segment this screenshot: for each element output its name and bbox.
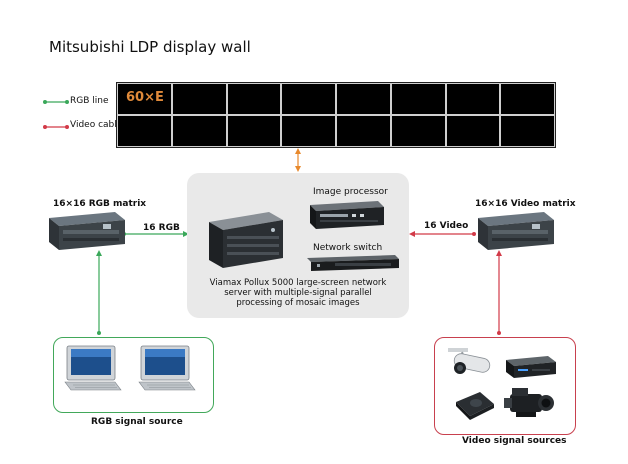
rgb-matrix-device-icon [49,212,125,250]
dvr-recorder-icon [506,356,556,378]
video-source-box [434,337,576,435]
video-source-link [496,250,502,335]
server-chassis-icon [209,212,283,268]
page-title: Mitsubishi LDP display wall [49,38,251,56]
video-matrix-link [409,231,476,237]
display-wall-tag: 60×E [126,90,164,105]
wall-screen-cell [336,83,391,115]
wall-screen-cell [336,115,391,147]
wall-screen-cell [226,115,282,147]
camcorder-icon [504,388,554,417]
wall-screen-cell [500,83,555,115]
wall-screen-cell [390,115,446,147]
video-source-label: Video signal sources [462,436,567,446]
wall-screen-cell [117,83,172,115]
rgb-source-box [53,337,214,413]
network-switch-icon [307,255,399,271]
rgb-link-label: 16 RGB [143,223,180,233]
display-wall [116,82,556,148]
wall-screen-cell [445,83,501,115]
security-camera-icon [448,348,491,374]
image-processor-icon [310,201,384,229]
wall-screen-cell [281,115,336,147]
rgb-source-label: RGB signal source [91,417,183,427]
computer-icon [64,345,122,391]
wall-link-arrow [295,148,301,172]
video-link-label: 16 Video [424,221,469,231]
wall-screen-cell [281,83,336,115]
wall-screen-cell [226,83,282,115]
legend-video-label: Video cable [70,120,123,130]
wall-screen-cell [117,115,172,147]
video-matrix-label: 16×16 Video matrix [475,199,576,209]
legend: RGB line Video cable [36,95,122,135]
image-processor-label: Image processor [313,187,388,197]
wall-screen-cell [171,115,227,147]
legend-rgb-swatch [43,100,69,104]
rgb-matrix-label: 16×16 RGB matrix [53,199,147,209]
wall-screen-cell [500,115,555,147]
wall-screen-cell [171,83,227,115]
rgb-source-link [96,250,102,335]
wall-screen-cell [390,83,446,115]
dome-camera-icon [456,392,494,420]
wall-screen-cell [445,115,501,147]
legend-video-swatch [43,125,69,129]
legend-rgb-label: RGB line [70,96,109,106]
computer-icon [138,345,196,391]
video-matrix-device-icon [478,212,554,250]
network-switch-label: Network switch [313,243,383,253]
server-caption: Viamax Pollux 5000 large-screen network … [209,278,387,308]
